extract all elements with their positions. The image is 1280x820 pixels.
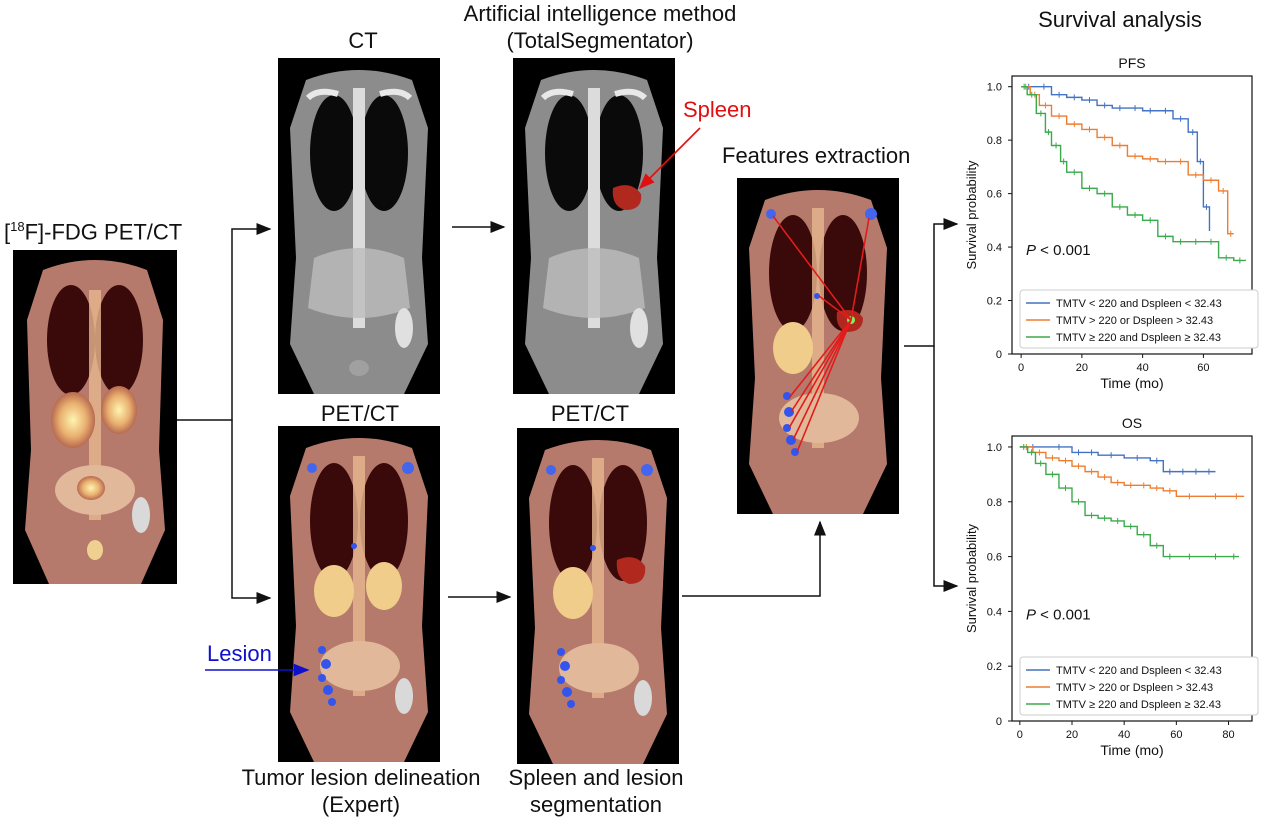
y-tick-label: 0.6 bbox=[987, 552, 1002, 564]
pet-input-text: F]-FDG PET/CT bbox=[24, 219, 183, 245]
series-line-2 bbox=[1019, 446, 1245, 497]
pet-input-isotope: 18 bbox=[10, 219, 25, 234]
arrow-to-pfs bbox=[904, 218, 959, 347]
petct-left-title: PET/CT bbox=[320, 401, 400, 426]
legend-entry: TMTV < 220 and Dspleen < 32.43 bbox=[1056, 298, 1222, 310]
lesion-markers bbox=[318, 543, 357, 706]
x-tick-label: 60 bbox=[1170, 729, 1182, 741]
y-tick-label: 0 bbox=[996, 716, 1002, 728]
legend-box bbox=[1019, 656, 1259, 716]
x-tick-label: 20 bbox=[1066, 729, 1078, 741]
ct-scan bbox=[278, 58, 440, 394]
legend-box bbox=[1019, 289, 1259, 349]
pet-ct-input-scan bbox=[13, 250, 177, 584]
arrow-to-ct bbox=[177, 223, 272, 421]
p-value-annotation: P < 0.001 bbox=[1026, 242, 1091, 259]
ai-segmentation-scan bbox=[513, 58, 675, 394]
x-tick-label: 60 bbox=[1197, 362, 1209, 374]
y-tick-label: 0.4 bbox=[987, 606, 1002, 618]
x-axis-label: Time (mo) bbox=[1100, 742, 1163, 758]
ai-method-line2: (TotalSegmentator) bbox=[506, 28, 694, 53]
p-value-annotation: P < 0.001 bbox=[1026, 607, 1091, 624]
legend-entry: TMTV < 220 and Dspleen < 32.43 bbox=[1056, 665, 1222, 677]
segmentation-caption-line1: Spleen and lesion bbox=[508, 765, 684, 790]
legend-entry: TMTV ≥ 220 and Dspleen ≥ 32.43 bbox=[1056, 699, 1221, 711]
x-tick-label: 40 bbox=[1118, 729, 1130, 741]
series-line-1 bbox=[1021, 85, 1211, 232]
features-extraction-scan bbox=[737, 178, 899, 514]
pet-input-bracket: [ bbox=[4, 219, 11, 245]
y-tick-label: 0.2 bbox=[987, 296, 1002, 308]
y-tick-label: 0.6 bbox=[987, 189, 1002, 201]
feature-distance-arrows bbox=[772, 215, 870, 453]
x-tick-label: 40 bbox=[1137, 362, 1149, 374]
pet-input-title: [18F]-FDG PET/CT bbox=[4, 213, 182, 245]
spleen-label: Spleen bbox=[683, 97, 752, 122]
series-line-3 bbox=[1019, 446, 1239, 558]
y-axis-label: Survival probability bbox=[964, 160, 979, 270]
legend-entry: TMTV ≥ 220 and Dspleen ≥ 32.43 bbox=[1056, 332, 1221, 344]
chart-title: OS bbox=[1122, 415, 1142, 431]
series-line-2 bbox=[1021, 85, 1234, 235]
arrow-to-os bbox=[933, 346, 959, 592]
survival-analysis-title: Survival analysis bbox=[1038, 7, 1202, 32]
x-tick-label: 80 bbox=[1222, 729, 1234, 741]
features-extraction-title: Features extraction bbox=[722, 143, 911, 168]
tumor-caption-line2: (Expert) bbox=[321, 792, 401, 817]
y-tick-label: 0.2 bbox=[987, 661, 1002, 673]
tumor-caption-line1: Tumor lesion delineation bbox=[241, 765, 481, 790]
y-tick-label: 1.0 bbox=[987, 82, 1002, 94]
spleen-segmentation-mask bbox=[612, 185, 642, 210]
tumor-delineation-caption: Tumor lesion delineation (Expert) bbox=[226, 764, 496, 818]
y-tick-label: 0.8 bbox=[987, 135, 1002, 147]
ai-method-title: Artificial intelligence method (TotalSeg… bbox=[440, 0, 760, 54]
ai-method-line1: Artificial intelligence method bbox=[463, 1, 737, 26]
x-tick-label: 20 bbox=[1076, 362, 1088, 374]
y-tick-label: 0.8 bbox=[987, 497, 1002, 509]
y-tick-label: 0.4 bbox=[987, 242, 1002, 254]
segmentation-caption-line2: segmentation bbox=[529, 792, 663, 817]
arrow-to-petct bbox=[231, 420, 272, 604]
y-axis-label: Survival probability bbox=[964, 523, 979, 633]
plot-frame bbox=[1011, 75, 1253, 355]
x-tick-label: 0 bbox=[1018, 362, 1024, 374]
x-axis-label: Time (mo) bbox=[1100, 375, 1163, 391]
ct-title: CT bbox=[348, 28, 378, 53]
y-tick-label: 0 bbox=[996, 349, 1002, 361]
y-tick-label: 1.0 bbox=[987, 442, 1002, 454]
arrow-seg-to-features bbox=[682, 520, 826, 597]
segmentation-caption: Spleen and lesion segmentation bbox=[496, 764, 696, 818]
legend-entry: TMTV > 220 or Dspleen > 32.43 bbox=[1056, 315, 1213, 327]
plot-frame bbox=[1011, 435, 1253, 722]
legend-entry: TMTV > 220 or Dspleen > 32.43 bbox=[1056, 682, 1213, 694]
chart-title: PFS bbox=[1118, 55, 1145, 71]
pet-ct-expert-scan bbox=[278, 426, 440, 762]
series-line-1 bbox=[1019, 446, 1216, 473]
x-tick-label: 0 bbox=[1017, 729, 1023, 741]
petct-right-title: PET/CT bbox=[550, 401, 630, 426]
lesion-label: Lesion bbox=[207, 641, 272, 666]
series-line-3 bbox=[1021, 85, 1246, 262]
pet-ct-segmentation-scan bbox=[517, 428, 679, 764]
